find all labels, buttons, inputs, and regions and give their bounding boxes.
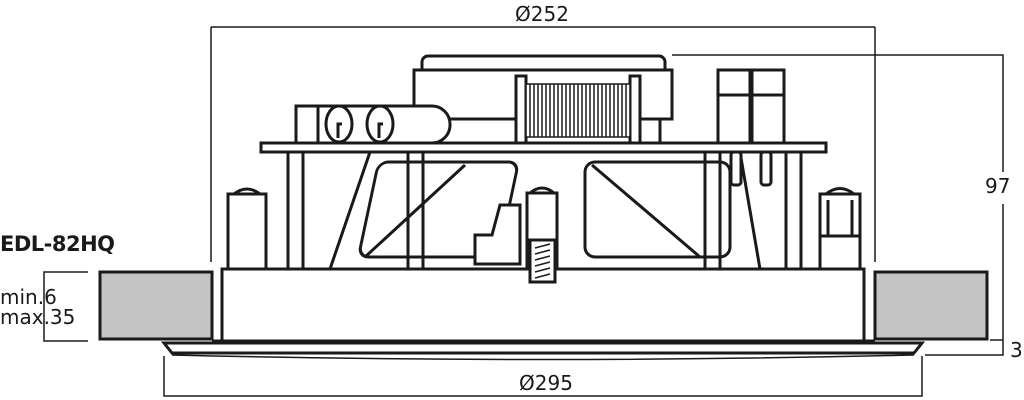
ceiling-thickness-min-label: min.6 [0,285,57,309]
mounting-clamp-right [818,192,862,271]
basket-frame-right [738,151,762,270]
ceiling-thickness-max-label: max.35 [0,305,76,329]
bezel-height-label: 3 [1010,338,1023,362]
coil-flange-right [628,74,642,145]
basket-frame-left [328,151,372,270]
terminal-block-left [716,68,752,145]
spring-icon [534,243,551,279]
capacitor-lead-2 [377,122,383,138]
terminal-block-right [750,68,786,145]
bezel-curve [171,354,915,361]
clamp-left-cap [233,187,261,196]
outer-diameter-label: Ø252 [515,2,569,26]
capacitor-lead-1 [336,122,342,138]
support-post-3 [703,150,722,271]
center-bracket [473,203,522,266]
dimension-line-97 [672,54,1004,356]
capacitor-end [294,104,320,145]
center-terminal-cap [529,186,555,195]
model-label: EDL-82HQ [0,232,115,256]
dimension-line-295 [163,356,923,397]
clamp-right-cap [825,187,855,196]
bezel-frame [160,341,926,355]
ceiling-thickness-bracket [43,271,88,342]
ceiling-panel-right [873,270,989,341]
window-left-diagonal [363,163,467,259]
mounting-clamp-left [226,192,268,271]
coil-flange-left [514,74,528,145]
coil-winding-icon [525,83,631,138]
support-post-1 [286,150,305,271]
spring-housing [528,238,557,284]
bezel-diameter-label: Ø295 [519,371,573,395]
terminal-pin-1 [729,150,743,187]
support-post-4 [784,150,803,271]
terminal-pin-2 [759,150,773,187]
dimension-line-252 [210,26,876,262]
window-right-diagonal [591,163,701,259]
overall-height-label: 97 [985,174,1011,198]
basket-window-right [583,160,732,259]
ceiling-panel-left [98,270,214,341]
